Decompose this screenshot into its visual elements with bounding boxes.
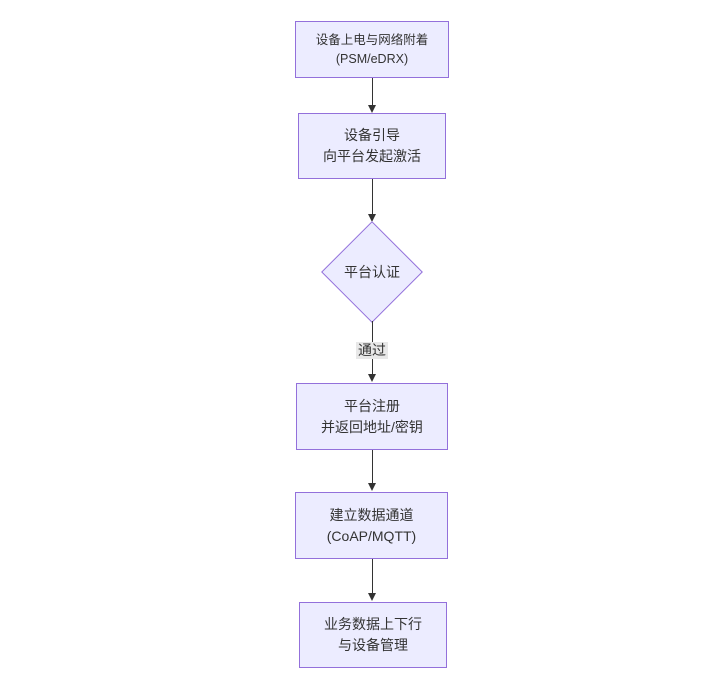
- arrowhead-icon: [367, 105, 376, 113]
- flow-node-power-attach: 设备上电与网络附着 (PSM/eDRX): [295, 21, 449, 78]
- flow-node-register: 平台注册 并返回地址/密钥: [296, 383, 448, 450]
- node-text-line: 与设备管理: [338, 637, 408, 653]
- node-text-line: (PSM/eDRX): [335, 51, 409, 66]
- edge-label-pass: 通过: [356, 342, 388, 359]
- flow-node-business-data: 业务数据上下行 与设备管理: [299, 602, 447, 668]
- node-text-line: 向平台发起激活: [323, 148, 421, 164]
- arrowhead-icon: [367, 483, 376, 491]
- node-text-line: 并返回地址/密钥: [321, 418, 423, 435]
- edge-line: [371, 559, 373, 594]
- edge-line: [371, 450, 373, 484]
- decision-diamond-label: 平台认证: [344, 264, 400, 280]
- arrowhead-icon: [367, 374, 376, 382]
- flow-node-bootstrap: 设备引导 向平台发起激活: [298, 113, 446, 179]
- node-text-line: (CoAP/MQTT): [326, 527, 417, 544]
- edge-line: [371, 78, 373, 106]
- node-text-line: 业务数据上下行: [324, 616, 422, 632]
- arrowhead-icon: [367, 214, 376, 222]
- node-text-line: 平台注册: [344, 397, 400, 414]
- node-text-line: 设备引导: [344, 127, 400, 143]
- flow-node-data-channel: 建立数据通道 (CoAP/MQTT): [295, 492, 448, 559]
- node-text-line: 建立数据通道: [329, 506, 414, 523]
- edge-line: [371, 179, 373, 215]
- node-text-line: 设备上电与网络附着: [315, 32, 429, 47]
- arrowhead-icon: [367, 593, 376, 601]
